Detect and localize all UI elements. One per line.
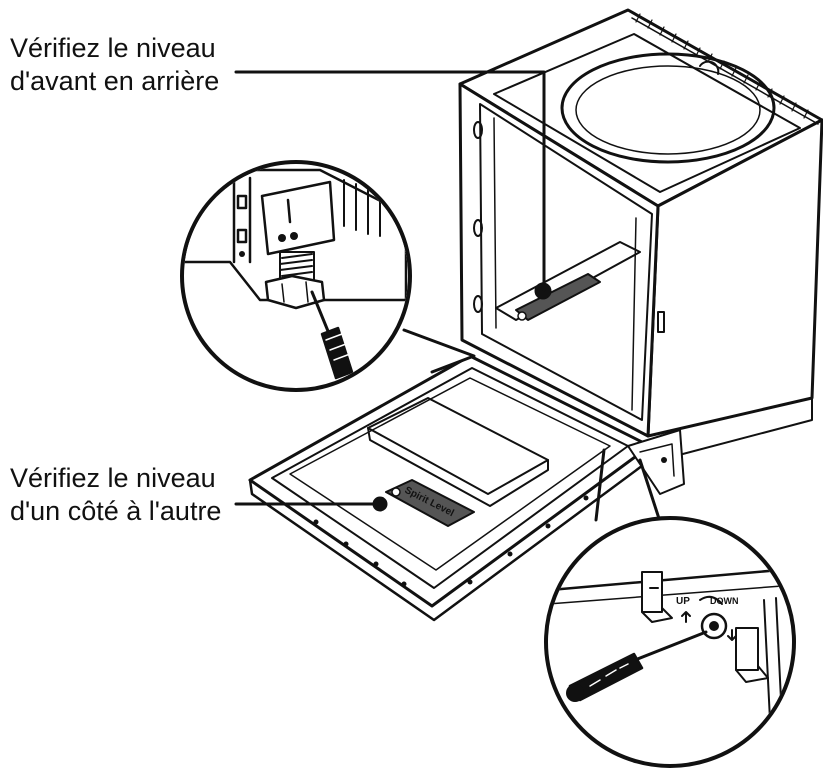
callout-side-to-side-line1: Vérifiez le niveau [10,463,216,493]
callout-side-to-side: Vérifiez le niveau d'un côté à l'autre [10,462,221,528]
up-label: UP [676,596,690,607]
callout-front-to-back-line2: d'avant en arrière [10,66,220,96]
rear-adjuster-detail: UP DOWN [544,448,796,768]
callout-leader-lines [234,70,546,506]
dishwasher-cabinet [458,8,823,461]
spirit-level-front-back [515,273,601,321]
front-foot-detail [180,160,476,392]
dishwasher-door [248,354,685,622]
callout-front-to-back: Vérifiez le niveau d'avant en arrière [10,32,219,98]
door-rivets [313,495,589,587]
callout-side-to-side-line2: d'un côté à l'autre [10,496,222,526]
down-label: DOWN [710,596,739,606]
callout-front-to-back-line1: Vérifiez le niveau [10,33,216,63]
